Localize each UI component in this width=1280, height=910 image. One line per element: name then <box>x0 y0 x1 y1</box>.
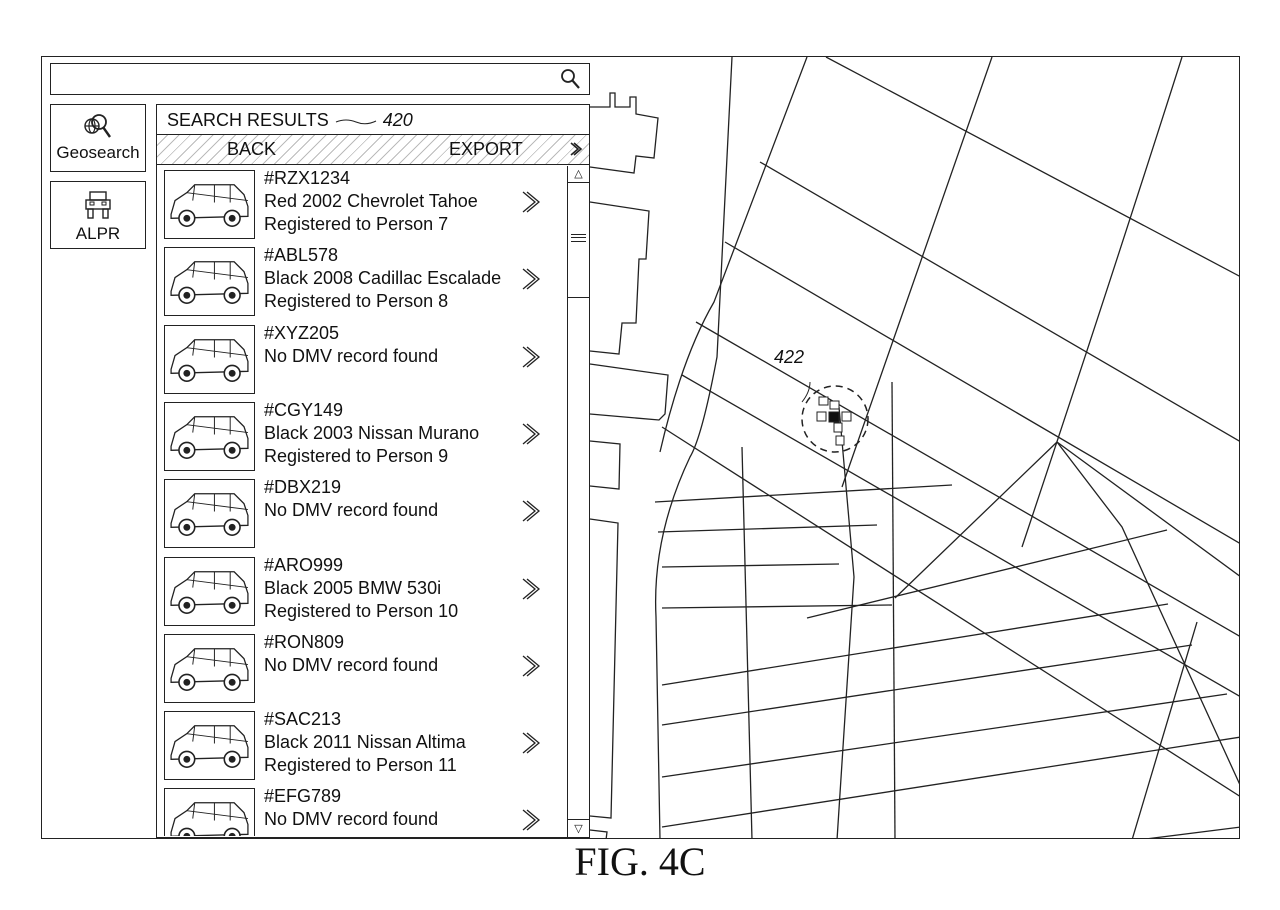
registration-info: Registered to Person 10 <box>264 600 459 621</box>
plate-number: #RZX1234 <box>264 168 351 188</box>
vehicle-icon <box>170 570 249 614</box>
plate-number: #RON809 <box>264 631 345 652</box>
result-list-item[interactable]: #RON809 No DMV record found <box>157 630 565 707</box>
vehicle-icon <box>170 338 249 382</box>
result-text: #CGY149 Black 2003 Nissan Murano Registe… <box>264 399 479 468</box>
scroll-up-arrow-icon[interactable]: △ <box>568 166 589 183</box>
vehicle-thumbnail <box>164 788 255 836</box>
vehicle-thumbnail <box>164 324 255 394</box>
double-chevron-right-icon[interactable] <box>569 135 583 163</box>
chevron-right-icon[interactable] <box>519 343 541 371</box>
search-results-panel: SEARCH RESULTS 420 BACK EXPORT #RZX1234 <box>156 104 590 838</box>
panel-title: SEARCH RESULTS <box>167 110 329 130</box>
vehicle-icon <box>170 802 249 836</box>
app-window: 422 Geosearch ALPR SEARCH RESU <box>41 56 1240 839</box>
vehicle-thumbnail <box>164 711 255 781</box>
vehicle-description: No DMV record found <box>264 809 439 830</box>
vehicle-description: No DMV record found <box>264 345 439 366</box>
results-list: #RZX1234 Red 2002 Chevrolet Tahoe Regist… <box>157 166 565 836</box>
panel-reference-label: 420 <box>382 110 413 130</box>
result-list-item[interactable]: #EFG789 No DMV record found <box>157 784 565 836</box>
alpr-label: ALPR <box>75 224 121 243</box>
plate-number: #EFG789 <box>264 786 342 807</box>
plate-number: #XYZ205 <box>264 322 340 343</box>
registration-info: Registered to Person 7 <box>264 214 449 234</box>
result-list-item[interactable]: #SAC213 Black 2011 Nissan Altima Registe… <box>157 707 565 784</box>
grip-icon <box>571 234 586 242</box>
result-text: #SAC213 Black 2011 Nissan Altima Registe… <box>264 708 466 777</box>
result-text: #ABL578 Black 2008 Cadillac Escalade Reg… <box>264 244 501 313</box>
results-toolbar: BACK EXPORT <box>157 135 589 165</box>
registration-info: Registered to Person 9 <box>264 445 449 466</box>
map-canvas[interactable] <box>42 57 1240 839</box>
vehicle-icon <box>170 416 249 459</box>
vehicle-icon <box>170 261 249 305</box>
vehicle-location-marker[interactable] <box>801 381 869 453</box>
vehicle-icon <box>170 725 249 769</box>
panel-header: SEARCH RESULTS 420 <box>157 105 589 135</box>
map-streets <box>589 57 1239 838</box>
vehicle-icon <box>170 184 249 227</box>
vehicle-description: Black 2011 Nissan Altima <box>264 732 466 753</box>
alpr-button[interactable]: ALPR <box>50 181 146 249</box>
chevron-right-icon[interactable] <box>519 497 541 525</box>
result-text: #ARO999 Black 2005 BMW 530i Registered t… <box>264 554 458 623</box>
vehicle-description: No DMV record found <box>264 654 439 675</box>
plate-number: #DBX219 <box>264 477 342 498</box>
search-input[interactable] <box>57 64 561 94</box>
chevron-right-icon[interactable] <box>519 188 541 216</box>
plate-number: #ARO999 <box>264 554 344 575</box>
vehicle-thumbnail <box>164 401 255 471</box>
back-button[interactable]: BACK <box>227 139 277 159</box>
result-list-item[interactable]: #RZX1234 Red 2002 Chevrolet Tahoe Regist… <box>157 166 565 243</box>
search-icon[interactable] <box>559 67 583 91</box>
plate-number: #CGY149 <box>264 399 344 420</box>
chevron-right-icon[interactable] <box>519 265 541 293</box>
car-front-icon <box>85 191 111 219</box>
result-text: #RZX1234 Red 2002 Chevrolet Tahoe Regist… <box>264 167 478 236</box>
vehicle-thumbnail <box>164 556 255 626</box>
vehicle-description: Black 2008 Cadillac Escalade <box>264 268 502 289</box>
chevron-right-icon[interactable] <box>519 652 541 680</box>
vehicle-icon <box>170 647 249 691</box>
figure-caption: FIG. 4C <box>574 839 706 884</box>
result-list-item[interactable]: #DBX219 No DMV record found <box>157 475 565 552</box>
results-scrollbar[interactable]: △ ▽ <box>567 166 589 838</box>
vehicle-thumbnail <box>164 170 255 239</box>
plate-number: #SAC213 <box>264 709 342 730</box>
export-button[interactable]: EXPORT <box>449 139 523 159</box>
chevron-right-icon[interactable] <box>519 806 541 834</box>
result-list-item[interactable]: #CGY149 Black 2003 Nissan Murano Registe… <box>157 398 565 475</box>
vehicle-icon <box>170 493 249 537</box>
globe-search-icon <box>84 114 111 138</box>
vehicle-thumbnail <box>164 247 255 317</box>
vehicle-thumbnail <box>164 633 255 703</box>
result-list-item[interactable]: #ARO999 Black 2005 BMW 530i Registered t… <box>157 553 565 630</box>
result-text: #EFG789 No DMV record found <box>264 785 438 831</box>
result-text: #DBX219 No DMV record found <box>264 476 438 522</box>
scrollbar-thumb[interactable] <box>568 182 589 298</box>
registration-info: Registered to Person 8 <box>264 291 449 312</box>
vehicle-description: Red 2002 Chevrolet Tahoe <box>264 191 478 211</box>
registration-info: Registered to Person 11 <box>264 755 457 776</box>
result-list-item[interactable]: #ABL578 Black 2008 Cadillac Escalade Reg… <box>157 243 565 320</box>
chevron-right-icon[interactable] <box>519 420 541 448</box>
geosearch-button[interactable]: Geosearch <box>50 104 146 172</box>
leader-line-icon <box>335 119 376 125</box>
geosearch-label: Geosearch <box>56 143 140 162</box>
result-text: #RON809 No DMV record found <box>264 631 438 677</box>
plate-number: #ABL578 <box>264 245 339 266</box>
vehicle-description: Black 2003 Nissan Murano <box>264 422 480 443</box>
scroll-down-arrow-icon[interactable]: ▽ <box>568 819 589 838</box>
result-text: #XYZ205 No DMV record found <box>264 322 438 368</box>
chevron-right-icon[interactable] <box>519 575 541 603</box>
search-bar <box>50 63 590 95</box>
chevron-right-icon[interactable] <box>519 729 541 757</box>
vehicle-description: No DMV record found <box>264 500 439 521</box>
marker-reference-label: 422 <box>774 347 805 367</box>
vehicle-thumbnail <box>164 479 255 549</box>
result-list-item[interactable]: #XYZ205 No DMV record found <box>157 321 565 398</box>
vehicle-description: Black 2005 BMW 530i <box>264 577 442 598</box>
